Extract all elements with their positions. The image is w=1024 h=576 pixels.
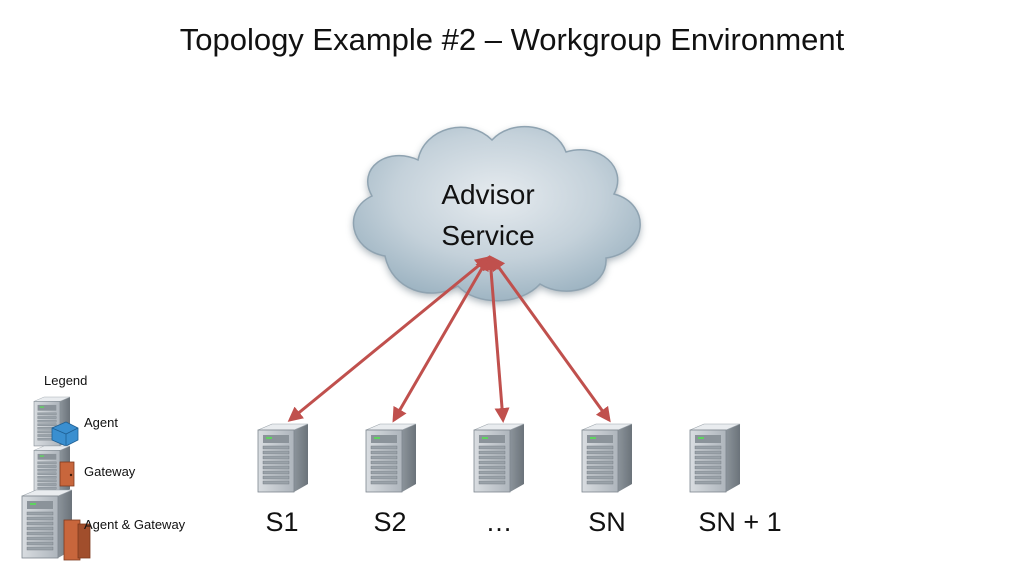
- page-title: Topology Example #2 – Workgroup Environm…: [179, 22, 845, 57]
- server-sn-icon: [581, 423, 633, 493]
- legend-label-gateway: Gateway: [84, 464, 136, 479]
- connection-arrows: [287, 255, 611, 423]
- server-label-ellipsis: …: [485, 507, 513, 537]
- cloud-label: Advisor Service: [408, 174, 568, 256]
- legend-label-agent-gateway: Agent & Gateway: [84, 517, 186, 532]
- server-sn-plus-1-icon: [689, 423, 741, 493]
- cloud-label-line1: Advisor: [441, 179, 535, 210]
- server-s1-icon: [257, 423, 309, 493]
- arrow-s1: [287, 256, 491, 422]
- server-label-sn: SN: [588, 507, 626, 537]
- server-label-s2: S2: [373, 507, 407, 537]
- server-s2-icon: [365, 423, 417, 493]
- server-label-s1: S1: [265, 507, 299, 537]
- arrow-s2: [392, 255, 490, 423]
- gateway-door-icon: [59, 461, 75, 487]
- agent-gateway-door-icon: [63, 519, 81, 561]
- server-label-sn-plus-1: SN + 1: [698, 507, 782, 537]
- legend-icons: [21, 396, 91, 561]
- server-ellipsis-icon: [473, 423, 525, 493]
- arrow-sn: [490, 255, 611, 423]
- legend-title: Legend: [44, 373, 88, 388]
- server-group: [257, 423, 741, 493]
- legend-label-agent: Agent: [84, 415, 118, 430]
- cloud-label-line2: Service: [441, 220, 535, 251]
